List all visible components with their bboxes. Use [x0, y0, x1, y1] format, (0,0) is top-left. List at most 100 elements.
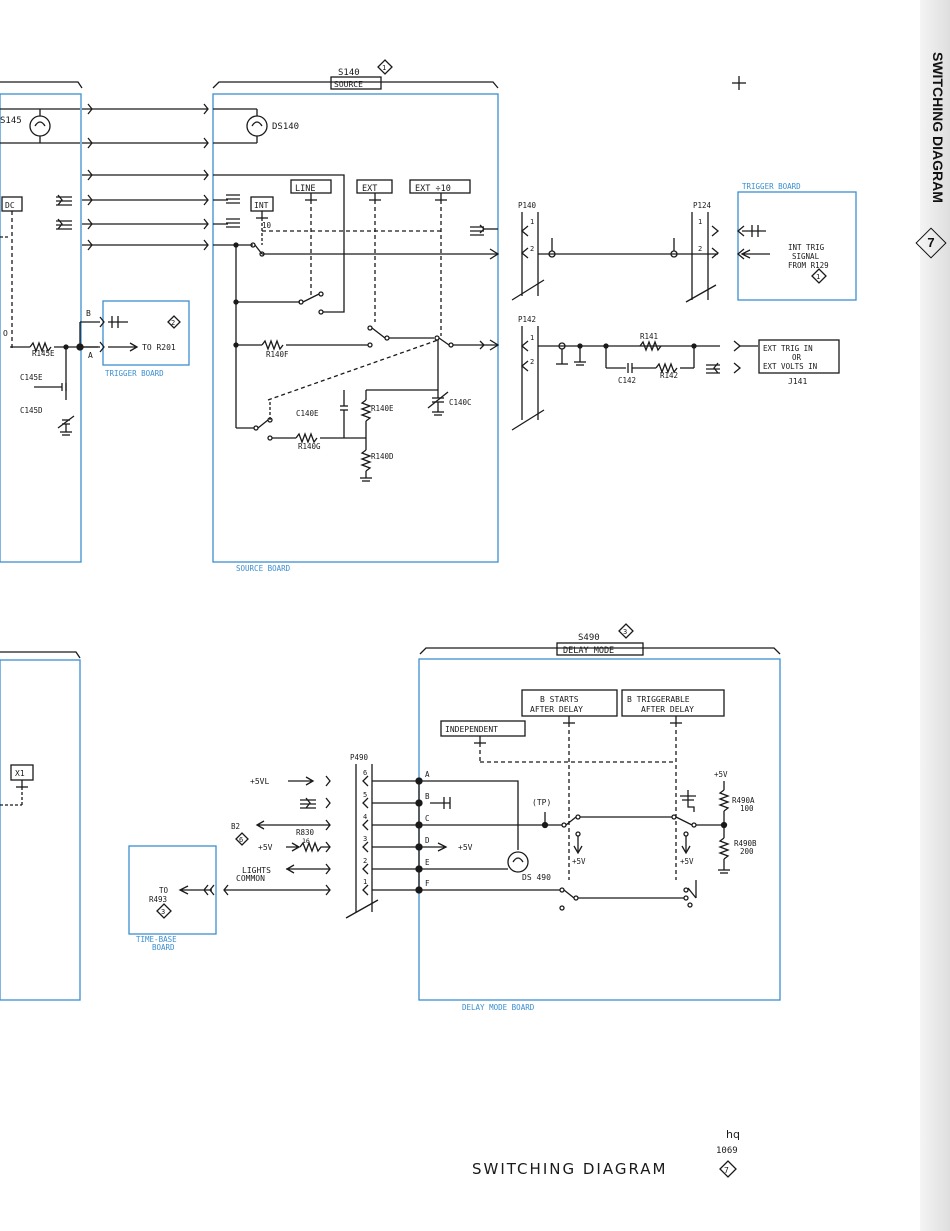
p490-pin-3: 3 [363, 835, 367, 843]
plus5vl-label: +5VL [250, 777, 269, 786]
plus5v-left-label: +5V [258, 843, 273, 852]
bus-letter-e: E [425, 858, 430, 867]
p490-pin-chevron [362, 819, 369, 831]
r490a-label: R490A [732, 796, 755, 805]
p490-label: P490 [350, 753, 369, 762]
label-r142: R142 [660, 371, 678, 380]
footer-date: 1069 [716, 1146, 738, 1156]
source-board: S140 1 SOURCE SOURCE BOARD DS140 LINE EX… [212, 59, 500, 573]
timebase-label-2: BOARD [152, 943, 175, 952]
p490-pin-chevron [362, 797, 369, 809]
s140-name: S140 [338, 68, 360, 78]
timebase-ref: 3 [161, 908, 165, 916]
p490-pins: 6 5 4 3 2 1 [362, 769, 369, 896]
p140-pin2: 2 [530, 245, 534, 253]
r830-value: 16 [302, 837, 310, 845]
ds490-label: DS 490 [522, 873, 551, 882]
int-trig-line2: SIGNAL [792, 252, 820, 261]
s490-label: DELAY MODE [563, 646, 614, 656]
node-o-label: O [3, 329, 8, 338]
int-trig-line3: FROM R129 [788, 261, 829, 270]
label-c145d: C145D [20, 406, 43, 415]
int-label: INT [254, 201, 269, 210]
p490-pin-4: 4 [363, 813, 367, 821]
trigger-board-link: TO R201 2 TRIGGER BOARD [99, 300, 190, 378]
plus5v-top-label: +5V [714, 770, 728, 779]
lights-line1: LIGHTS [242, 866, 271, 875]
label-c142: C142 [618, 376, 636, 385]
p490-pin-1: 1 [363, 878, 367, 886]
source-pos-ext10: EXT ÷10 [415, 184, 451, 194]
r490b-value: 200 [740, 847, 754, 856]
node-b-label: B [86, 309, 91, 318]
p490-pin-5: 5 [363, 791, 367, 799]
ext-trig-line3: EXT VOLTS IN [763, 362, 817, 371]
b-starts-line1: B STARTS [540, 695, 579, 704]
s490-ref: 3 [623, 628, 627, 636]
int-trig-line1: INT TRIG [788, 243, 825, 252]
p490-pin-chevron [362, 775, 369, 787]
timebase-r493: R493 [149, 895, 167, 904]
node-a-label: A [88, 351, 93, 360]
p124-pin2: 2 [698, 245, 702, 253]
s140-label: SOURCE [334, 80, 363, 89]
int-trig-ref: 1 [816, 273, 820, 281]
label-r140g: R140G [298, 442, 321, 451]
delay-board-label: DELAY MODE BOARD [462, 1003, 535, 1012]
left-board-outline [0, 93, 82, 563]
int-pin: 10 [262, 221, 272, 230]
source-board-label: SOURCE BOARD [236, 564, 291, 573]
x1-label: X1 [15, 769, 25, 778]
source-pos-line: LINE [295, 184, 315, 194]
bus-letter-a: A [425, 770, 430, 779]
p142-label: P142 [518, 315, 536, 324]
trigger-board-outline [737, 191, 857, 301]
label-r140e: R140E [371, 404, 394, 413]
dc-label: DC [5, 201, 15, 210]
delay-board-outline [418, 658, 781, 1001]
interconnect-chevrons [56, 103, 209, 251]
p140-label: P140 [518, 201, 537, 210]
b2-ref: 6 [239, 836, 243, 844]
p490-pin-2: 2 [363, 857, 367, 865]
p490-pin-chevron [362, 884, 369, 896]
lights-line2: COMMON [236, 874, 265, 883]
lamp-label-s145: S145 [0, 116, 22, 126]
trigger-board-left-label: TRIGGER BOARD [105, 369, 164, 378]
left-upper-board: S145 DC O R145E C145E C145D B A [0, 81, 100, 563]
b-trig-line2: AFTER DELAY [641, 705, 694, 714]
label-r140f: R140F [266, 350, 289, 359]
bus-junction-dot [415, 799, 423, 807]
footer-block: hq 1069 SWITCHING DIAGRAM 7 [472, 1128, 740, 1178]
bus-letter-c: C [425, 814, 430, 823]
timebase-label-1: TIME-BASE [136, 935, 177, 944]
p124-label: P124 [693, 201, 712, 210]
label-r145e: R145E [32, 349, 55, 358]
source-board-outline [212, 93, 499, 563]
label-r140d: R140D [371, 452, 394, 461]
bus-letter-d: D [425, 836, 430, 845]
left-lower-board: X1 [0, 651, 81, 1001]
p490-pin-6: 6 [363, 769, 367, 777]
s140-ref: 1 [382, 64, 386, 72]
b2-label: B2 [231, 822, 240, 831]
footer-number: 7 [724, 1166, 729, 1175]
label-r141: R141 [640, 332, 658, 341]
to-r201-ref: 2 [171, 319, 175, 327]
time-base-board-outline [128, 845, 217, 935]
plus5v-c-label: +5V [572, 857, 586, 866]
r490a-value: 100 [740, 804, 754, 813]
source-pos-ext: EXT [362, 184, 377, 194]
tp-label: (TP) [532, 798, 551, 807]
p490-pin-chevron [362, 841, 369, 853]
registration-cross [732, 76, 746, 90]
bus-letter-b: B [425, 792, 430, 801]
b-trig-line1: B TRIGGERABLE [627, 695, 690, 704]
p140-pin1: 1 [530, 218, 534, 226]
footer-initials: hq [726, 1128, 740, 1141]
independent-label: INDEPENDENT [445, 725, 498, 734]
plus5v-right-label: +5V [680, 857, 694, 866]
p124-pin1: 1 [698, 218, 702, 226]
trigger-interface: P140 P124 1 2 1 2 TRIGGER BOARD INT TRIG… [511, 182, 857, 431]
